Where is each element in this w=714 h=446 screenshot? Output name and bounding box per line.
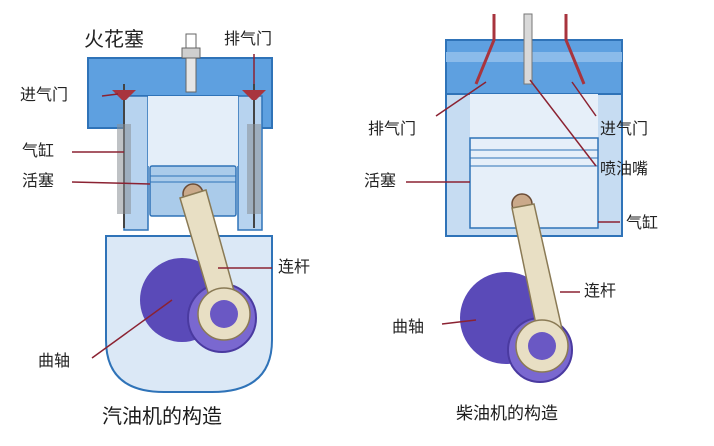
label-diesel-piston: 活塞	[364, 172, 396, 190]
gasoline-engine-caption: 汽油机的构造	[102, 404, 222, 428]
label-gasoline-connecting-rod: 连杆	[278, 258, 310, 276]
gasoline-engine-drawing	[72, 34, 272, 392]
label-diesel-cylinder: 气缸	[626, 214, 658, 232]
label-gasoline-crankshaft: 曲轴	[38, 352, 70, 370]
label-gasoline-exhaust-valve: 排气门	[224, 30, 272, 48]
diesel-engine-caption: 柴油机的构造	[456, 404, 558, 424]
label-diesel-crankshaft: 曲轴	[392, 318, 424, 336]
label-diesel-exhaust-valve: 排气门	[368, 120, 416, 138]
gasoline-combustion-chamber	[148, 96, 238, 166]
label-diesel-injector: 喷油嘴	[600, 160, 648, 178]
label-diesel-intake-valve: 进气门	[600, 120, 648, 138]
diesel-engine-drawing	[406, 14, 622, 382]
diesel-injector-drawing	[524, 14, 532, 84]
label-spark-plug: 火花塞	[84, 28, 144, 50]
label-gasoline-cylinder: 气缸	[22, 142, 54, 160]
label-diesel-connecting-rod: 连杆	[584, 282, 616, 300]
label-gasoline-piston: 活塞	[22, 172, 54, 190]
label-gasoline-intake-valve: 进气门	[20, 86, 68, 104]
